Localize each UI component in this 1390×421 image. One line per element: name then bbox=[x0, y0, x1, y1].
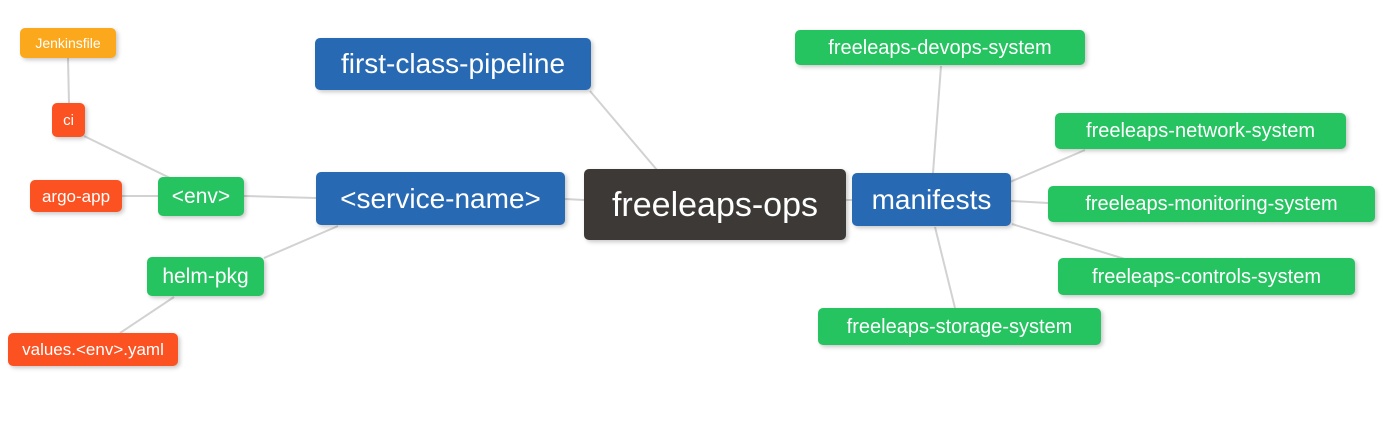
node-devops-system[interactable]: freeleaps-devops-system bbox=[795, 30, 1085, 65]
edge-manifests-monitoring-system bbox=[1010, 200, 1049, 204]
node-jenkinsfile[interactable]: Jenkinsfile bbox=[20, 28, 116, 58]
edge-freeleaps-ops-service-name bbox=[564, 198, 585, 201]
edge-freeleaps-ops-first-class-pipeline bbox=[589, 90, 658, 171]
edge-env-ci bbox=[83, 135, 171, 179]
edge-manifests-devops-system bbox=[932, 65, 942, 174]
node-service-name[interactable]: <service-name> bbox=[316, 172, 565, 225]
node-monitoring-system[interactable]: freeleaps-monitoring-system bbox=[1048, 186, 1375, 222]
node-freeleaps-ops[interactable]: freeleaps-ops bbox=[584, 169, 846, 240]
node-argo-app[interactable]: argo-app bbox=[30, 180, 122, 212]
node-env[interactable]: <env> bbox=[158, 177, 244, 216]
node-values-env-yaml[interactable]: values.<env>.yaml bbox=[8, 333, 178, 366]
edge-service-name-env bbox=[243, 195, 317, 199]
edge-helm-pkg-values-env-yaml bbox=[119, 296, 175, 334]
node-storage-system[interactable]: freeleaps-storage-system bbox=[818, 308, 1101, 345]
node-manifests[interactable]: manifests bbox=[852, 173, 1011, 226]
node-controls-system[interactable]: freeleaps-controls-system bbox=[1058, 258, 1355, 295]
edge-ci-jenkinsfile bbox=[67, 57, 70, 105]
node-helm-pkg[interactable]: helm-pkg bbox=[147, 257, 264, 296]
edge-manifests-controls-system bbox=[1011, 223, 1129, 261]
node-ci[interactable]: ci bbox=[52, 103, 85, 137]
edge-manifests-network-system bbox=[1009, 149, 1086, 183]
edge-manifests-storage-system bbox=[934, 226, 956, 309]
edge-service-name-helm-pkg bbox=[263, 225, 339, 259]
node-first-class-pipeline[interactable]: first-class-pipeline bbox=[315, 38, 591, 90]
node-network-system[interactable]: freeleaps-network-system bbox=[1055, 113, 1346, 149]
